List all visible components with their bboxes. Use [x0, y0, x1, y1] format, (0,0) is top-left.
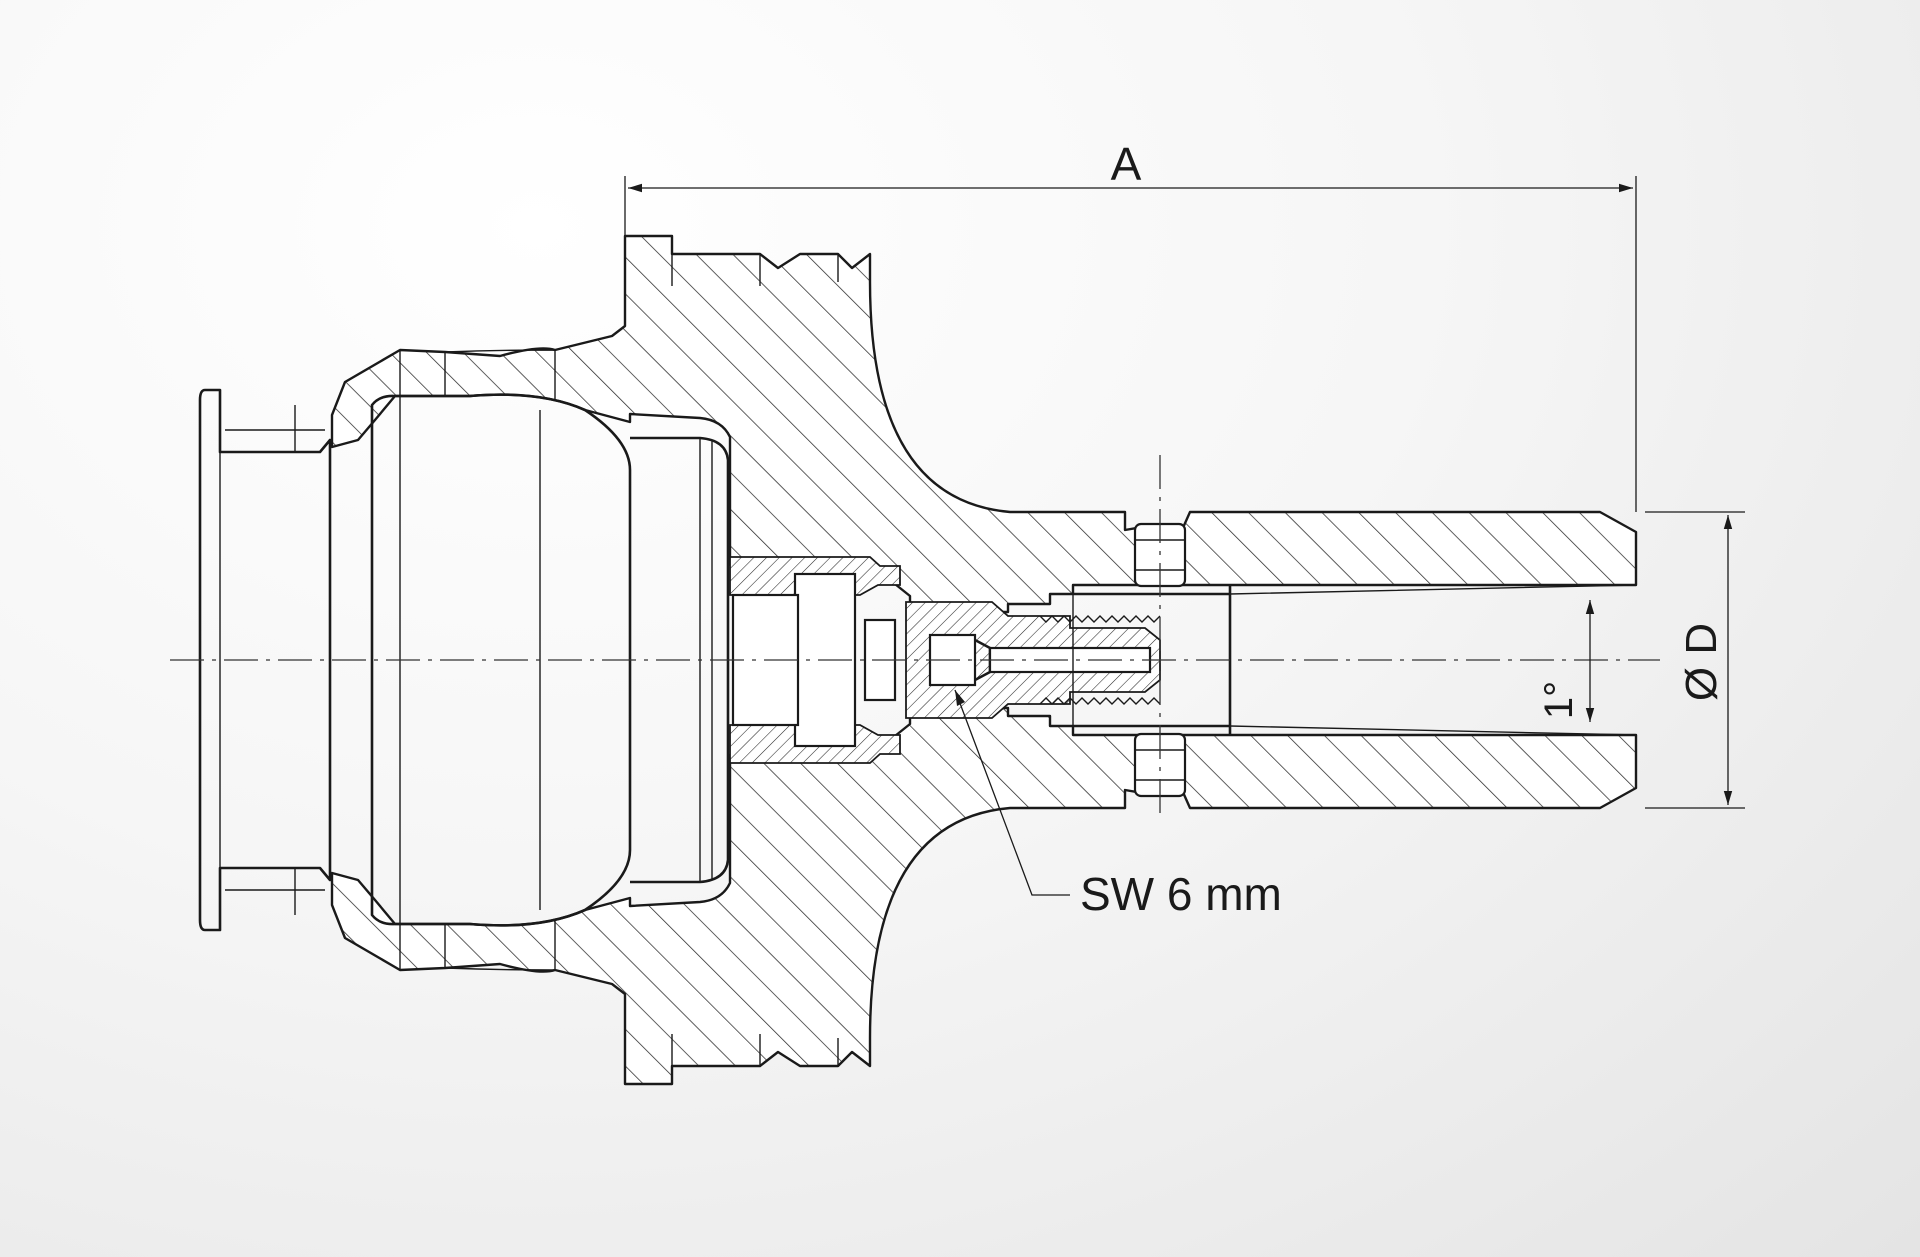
- body-section-lower: [330, 706, 1638, 1086]
- wrench-size-label: SW 6 mm: [1080, 868, 1282, 920]
- body-section-upper: [330, 234, 1638, 614]
- cavity-outline: [198, 388, 332, 932]
- dimension-label-a: A: [1111, 138, 1142, 190]
- wrench-size-leader: [954, 689, 1070, 896]
- dimension-label-d: Ø D: [1677, 623, 1726, 701]
- taper-angle-label: 1°: [1537, 681, 1581, 719]
- cavity-contour: [370, 393, 632, 927]
